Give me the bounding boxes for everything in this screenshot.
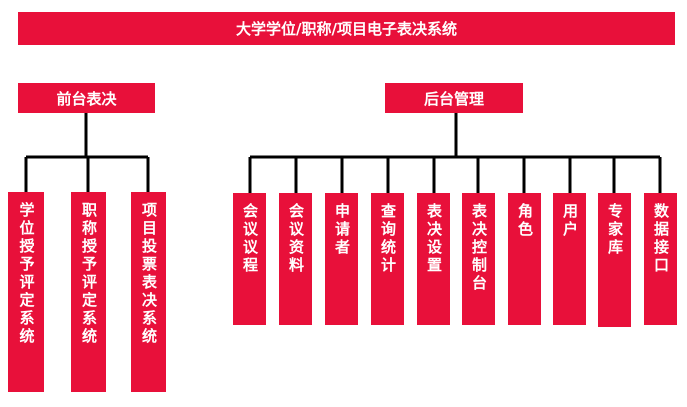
- title-box: 大学学位/职称/项目电子表决系统: [18, 12, 675, 45]
- right-child-label: 申请者: [333, 203, 351, 257]
- right-child-label: 表决设置: [425, 203, 443, 275]
- right-child-label: 表决控制台: [470, 203, 488, 293]
- right-branch-box: 后台管理: [385, 83, 523, 113]
- right-child-box: 会议资料: [279, 193, 312, 325]
- left-child-label: 项目投票表决系统: [140, 202, 158, 346]
- right-child-label: 查询统计: [379, 203, 397, 275]
- left-child-box: 项目投票表决系统: [131, 192, 166, 392]
- left-child-label: 学位授予评定系统: [17, 202, 36, 346]
- right-child-label: 用户: [561, 203, 579, 239]
- right-child-label: 会议议程: [241, 203, 259, 275]
- left-child-label: 职称授予评定系统: [80, 202, 98, 346]
- right-child-box: 数据接口: [644, 193, 677, 325]
- right-child-box: 会议议程: [233, 193, 266, 325]
- right-child-label: 数据接口: [652, 203, 670, 275]
- right-child-box: 表决设置: [417, 193, 450, 325]
- left-branch-box: 前台表决: [18, 83, 155, 113]
- left-child-box: 职称授予评定系统: [71, 192, 106, 392]
- title-text: 大学学位/职称/项目电子表决系统: [236, 20, 457, 38]
- right-child-box: 专家库: [598, 193, 631, 327]
- right-child-box: 表决控制台: [462, 193, 495, 325]
- right-child-box: 申请者: [325, 193, 358, 325]
- right-child-box: 用户: [553, 193, 586, 325]
- left-branch-label: 前台表决: [56, 89, 117, 108]
- right-branch-label: 后台管理: [423, 89, 484, 108]
- right-child-label: 角色: [516, 203, 534, 239]
- right-child-label: 会议资料: [287, 203, 305, 275]
- right-child-label: 专家库: [606, 203, 624, 257]
- right-child-box: 查询统计: [371, 193, 404, 325]
- right-child-box: 角色: [508, 193, 541, 325]
- left-child-box: 学位授予评定系统: [8, 192, 44, 392]
